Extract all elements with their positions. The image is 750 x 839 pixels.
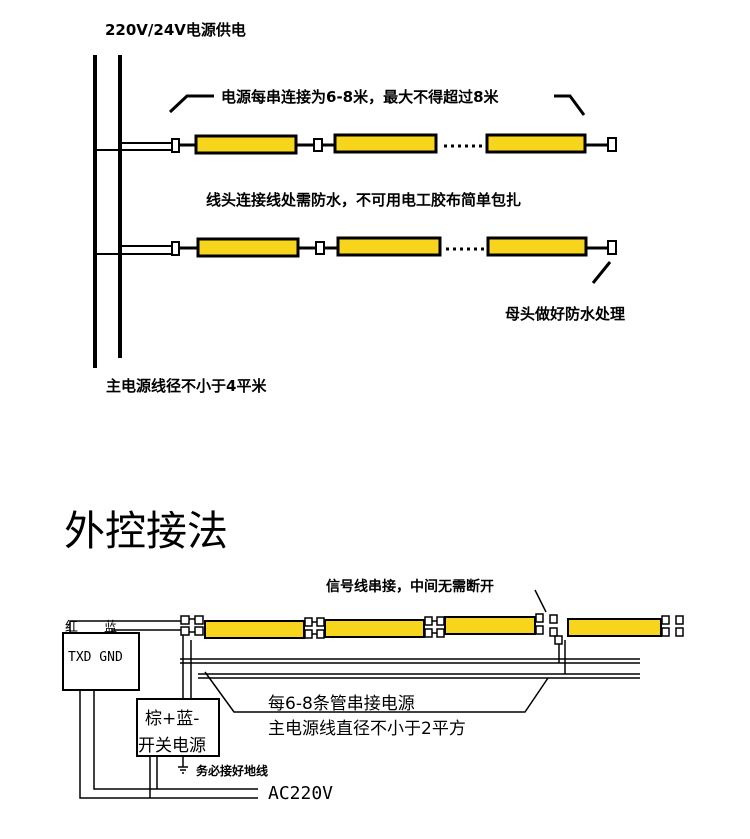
connector-group <box>180 615 204 636</box>
series-bracket <box>204 671 549 713</box>
tube-row <box>204 613 684 645</box>
connector <box>607 240 617 255</box>
joint-note: 线头连接线处需防水，不可用电工胶布简单包扎 <box>206 191 522 209</box>
led-tube <box>196 237 300 258</box>
psu-label-1: 棕+蓝- <box>145 709 200 729</box>
ground-icon <box>178 766 188 774</box>
connector <box>313 138 323 152</box>
section-title: 外控接法 <box>64 507 228 555</box>
controller-box <box>62 632 140 691</box>
led-tube <box>485 133 587 154</box>
red-wire-label: 红 <box>65 620 79 635</box>
string-1 <box>95 133 617 155</box>
led-tube <box>194 134 298 155</box>
ac-label: AC220V <box>268 783 334 804</box>
ac-wires <box>79 690 258 799</box>
controller-label: TXD GND <box>68 650 123 665</box>
string-2 <box>95 236 617 258</box>
series-note: 每6-8条管串接电源 <box>268 694 415 714</box>
connector <box>315 241 325 255</box>
connector <box>607 137 617 152</box>
psu-box <box>136 698 220 757</box>
female-note: 母头做好防水处理 <box>505 305 626 323</box>
connector <box>171 138 180 153</box>
segment-note: 电源每串连接为6-8米，最大不得超过8米 <box>221 88 499 106</box>
led-tube <box>567 618 662 637</box>
connector <box>171 241 180 256</box>
led-tube <box>333 133 438 154</box>
power-bus <box>180 658 640 679</box>
led-tube <box>444 616 536 635</box>
pointer-line <box>591 261 612 284</box>
blue-wire-label: 蓝 <box>104 620 118 635</box>
psu-label-2: 开关电源 <box>138 736 206 756</box>
signal-note: 信号线串接，中间无需断开 <box>326 579 494 595</box>
pointer-line <box>534 589 547 613</box>
wire-note: 主电源线直径不小于2平方 <box>268 719 466 739</box>
led-tube <box>324 619 425 638</box>
supply-label: 220V/24V电源供电 <box>105 21 246 39</box>
signal-wires <box>69 618 196 633</box>
length-bracket <box>554 94 586 116</box>
led-tube <box>204 620 305 639</box>
led-tube <box>336 236 442 257</box>
led-tube <box>486 236 588 257</box>
length-bracket <box>168 94 214 114</box>
main-wire-note: 主电源线径不小于4平米 <box>106 377 267 395</box>
ground-note: 务必接好地线 <box>196 764 269 778</box>
